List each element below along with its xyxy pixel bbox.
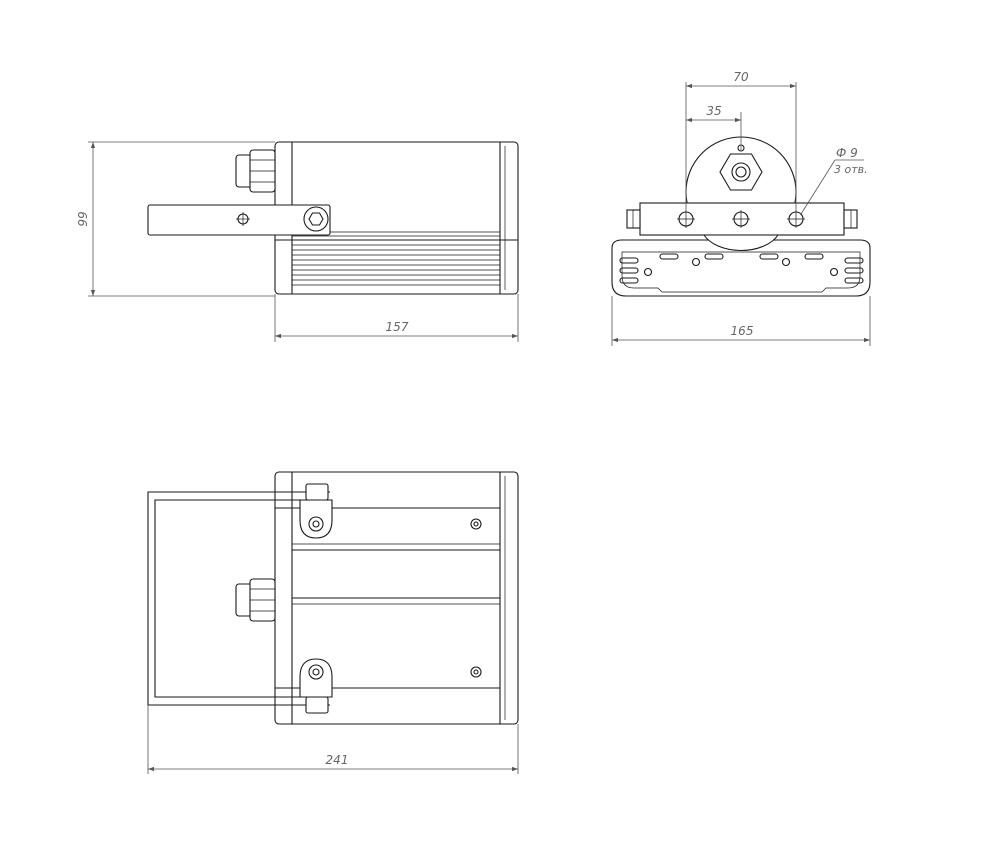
hole-count-label: 3 отв. <box>834 163 868 176</box>
side-view: 99 157 <box>76 141 519 342</box>
bracket-half-label: 35 <box>706 104 721 118</box>
mount-lug-bottom <box>299 658 333 714</box>
length-dimension-label: 157 <box>386 320 409 334</box>
top-view: 241 <box>147 471 519 774</box>
mount-lug-top <box>299 483 333 539</box>
height-dimension-label: 99 <box>76 211 90 226</box>
total-length-dimension-label: 241 <box>326 753 349 767</box>
bracket-arm-side <box>147 204 331 236</box>
cable-gland-top <box>235 578 276 622</box>
cable-gland-side <box>235 149 276 193</box>
bracket-span-label: 70 <box>733 70 749 84</box>
hole-diameter-label: Ф 9 <box>836 146 858 160</box>
front-view: 70 35 Ф 9 3 отв. 165 <box>611 70 871 346</box>
width-dimension-label: 165 <box>731 324 754 338</box>
